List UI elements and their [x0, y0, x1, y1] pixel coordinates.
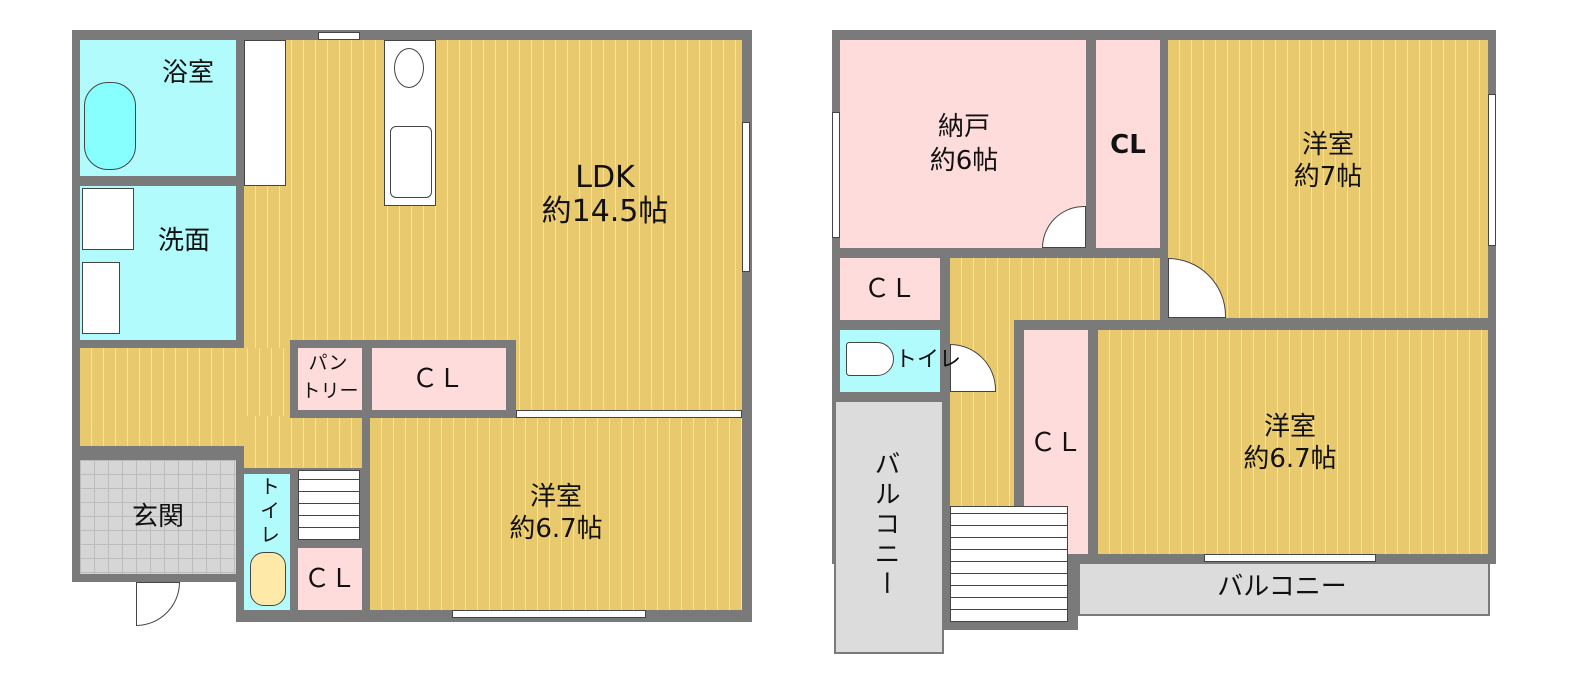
stairs-2f [950, 506, 1068, 622]
label-western-2f-b-size: 約6.7帖 [1243, 444, 1337, 475]
hallway-1f [80, 348, 290, 446]
label-storage: 納戸 [937, 112, 991, 143]
hallway-1f-lower [244, 416, 362, 468]
stove-icon [394, 48, 424, 88]
room-closet-1f-b [298, 548, 362, 610]
label-washroom: 洗面 [157, 226, 211, 257]
washing-machine-icon [82, 188, 134, 250]
window [452, 610, 646, 618]
balcony-left [834, 400, 944, 654]
window [318, 32, 360, 40]
room-closet-2f-left [840, 258, 940, 320]
window [832, 112, 840, 238]
room-pantry [298, 348, 362, 410]
label-entrance: 玄関 [131, 502, 185, 533]
label-closet-2f-top: CL [1110, 130, 1146, 161]
label-storage-size: 約6帖 [929, 146, 999, 177]
cabinet-icon [244, 40, 286, 186]
label-closet-1f-a: ＣＬ [411, 364, 465, 395]
kitchen-sink-icon [390, 126, 432, 198]
window [516, 410, 742, 418]
label-western-1f: 洋室 [529, 482, 583, 513]
room-closet-2f-top [1096, 40, 1160, 248]
bathtub-icon [84, 82, 136, 170]
window [1488, 94, 1496, 246]
toilet-icon [250, 552, 286, 606]
label-closet-2f-left: ＣＬ [863, 274, 917, 305]
label-toilet-2f: トイレ [894, 347, 962, 373]
label-western-2f-b: 洋室 [1263, 412, 1317, 443]
label-balcony-bottom: バルコニー [1217, 572, 1347, 603]
hallway-2f [950, 258, 1160, 320]
label-closet-2f-middle: ＣＬ [1029, 428, 1083, 459]
window [742, 122, 750, 272]
label-ldk-size: 約14.5帖 [541, 193, 669, 229]
label-pantry-2: トリー [301, 380, 359, 403]
label-toilet-1f: トイレ [256, 476, 281, 548]
window [1204, 554, 1376, 562]
label-western-2f-a: 洋室 [1301, 130, 1355, 161]
label-closet-1f-b: ＣＬ [303, 564, 357, 595]
sink-icon [82, 262, 120, 334]
label-ldk: LDK [575, 159, 635, 195]
label-balcony-left: バルコニー [869, 450, 900, 600]
room-western-2f-b [1098, 330, 1488, 554]
room-western-1f [370, 418, 742, 610]
label-western-2f-a-size: 約7帖 [1293, 162, 1363, 193]
room-storage [840, 40, 1086, 248]
room-western-2f-a [1168, 40, 1488, 318]
label-pantry-1: パン [308, 352, 348, 375]
room-entrance [80, 460, 236, 574]
stairs-1f [298, 470, 360, 540]
label-western-1f-size: 約6.7帖 [509, 514, 603, 545]
toilet-icon [846, 342, 894, 376]
label-bathroom: 浴室 [161, 58, 215, 89]
room-closet-1f-a [372, 348, 506, 410]
balcony-bottom [1078, 562, 1490, 616]
